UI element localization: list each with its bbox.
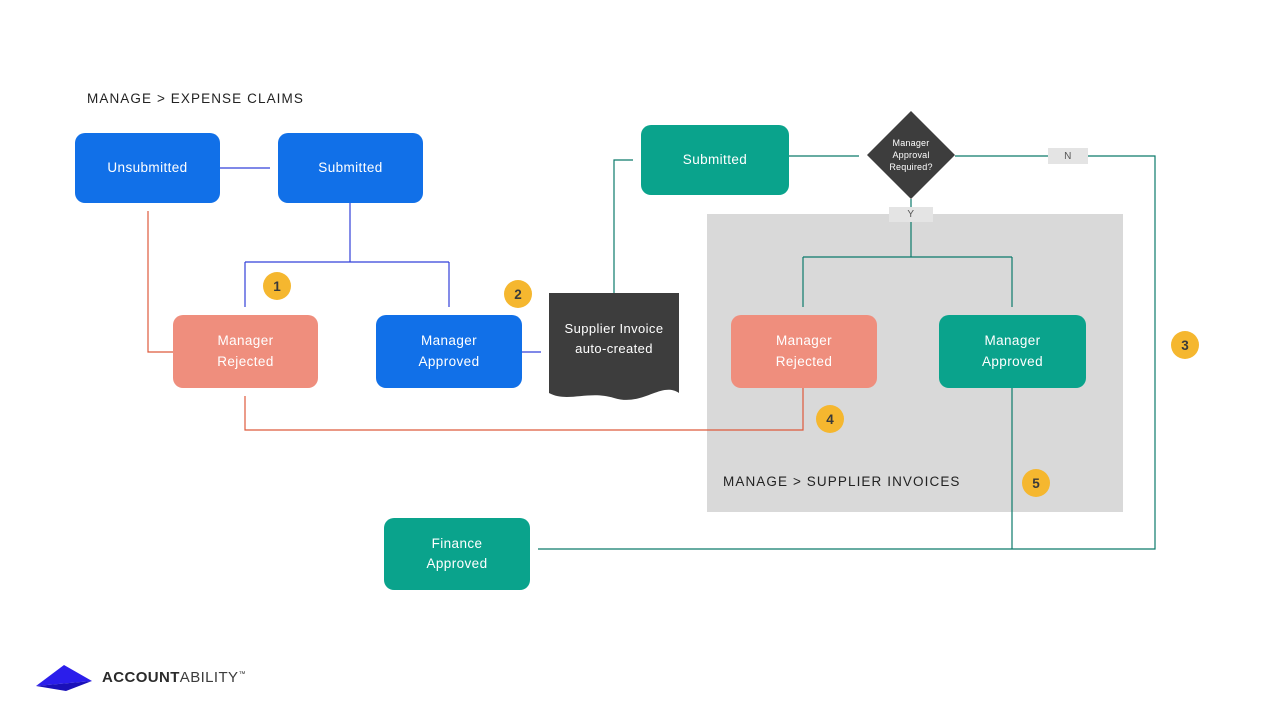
edge-doc-to-submitted-si: [613, 159, 633, 293]
node-submitted-ec: Submitted: [278, 133, 423, 203]
node-manager-rejected-ec-label: Manager Rejected: [217, 333, 274, 369]
accountability-logo-text: ACCOUNTABILITY™: [102, 669, 246, 686]
node-manager-rejected-ec: Manager Rejected: [173, 315, 318, 388]
node-submitted-si: Submitted: [641, 125, 789, 195]
step-badge-3: 3: [1171, 331, 1199, 359]
node-unsubmitted: Unsubmitted: [75, 133, 220, 203]
node-manager-rejected-si-label: Manager Rejected: [775, 333, 833, 369]
step-badge-2: 2: [504, 280, 532, 308]
edge-si-rejected-to-ec-rejected: [244, 388, 804, 431]
node-manager-approved-ec-label: Manager Approved: [418, 333, 480, 369]
node-supplier-invoice-doc: Supplier Invoice auto-created: [549, 293, 679, 411]
step-badge-4: 4: [816, 405, 844, 433]
node-manager-approved-ec: Manager Approved: [376, 315, 522, 388]
node-unsubmitted-label: Unsubmitted: [107, 159, 188, 175]
node-supplier-invoice-doc-label: Supplier Invoice auto-created: [564, 321, 664, 357]
document-shape-icon: [549, 293, 679, 400]
supplier-invoices-title: MANAGE > SUPPLIER INVOICES: [723, 474, 961, 489]
decision-diamond-icon: [867, 111, 955, 199]
node-decision-label: Manager Approval Required?: [889, 137, 933, 173]
node-finance-approved: Finance Approved: [384, 518, 530, 590]
logo-trademark: ™: [238, 670, 246, 678]
node-decision-manager-approval: Manager Approval Required?: [867, 111, 955, 199]
node-submitted-ec-label: Submitted: [318, 159, 383, 175]
accountability-logo-icon: [36, 665, 92, 691]
edge-rejected-to-unsubmitted: [147, 211, 173, 353]
node-manager-rejected-si: Manager Rejected: [731, 315, 877, 388]
node-finance-approved-label: Finance Approved: [426, 535, 488, 571]
node-manager-approved-si: Manager Approved: [939, 315, 1086, 388]
accountability-logo: ACCOUNTABILITY™: [36, 660, 246, 694]
step-badge-1: 1: [263, 272, 291, 300]
node-submitted-si-label: Submitted: [682, 151, 748, 167]
edge-submitted-split: [245, 203, 449, 263]
node-manager-approved-si-label: Manager Approved: [982, 333, 1043, 369]
branch-label-no: N: [1048, 148, 1088, 164]
branch-label-yes: Y: [889, 207, 933, 222]
logo-text-light: ABILITY: [179, 668, 239, 686]
step-badge-5: 5: [1022, 469, 1050, 497]
expense-claims-title: MANAGE > EXPENSE CLAIMS: [87, 91, 304, 106]
logo-text-bold: ACCOUNT: [102, 668, 180, 686]
